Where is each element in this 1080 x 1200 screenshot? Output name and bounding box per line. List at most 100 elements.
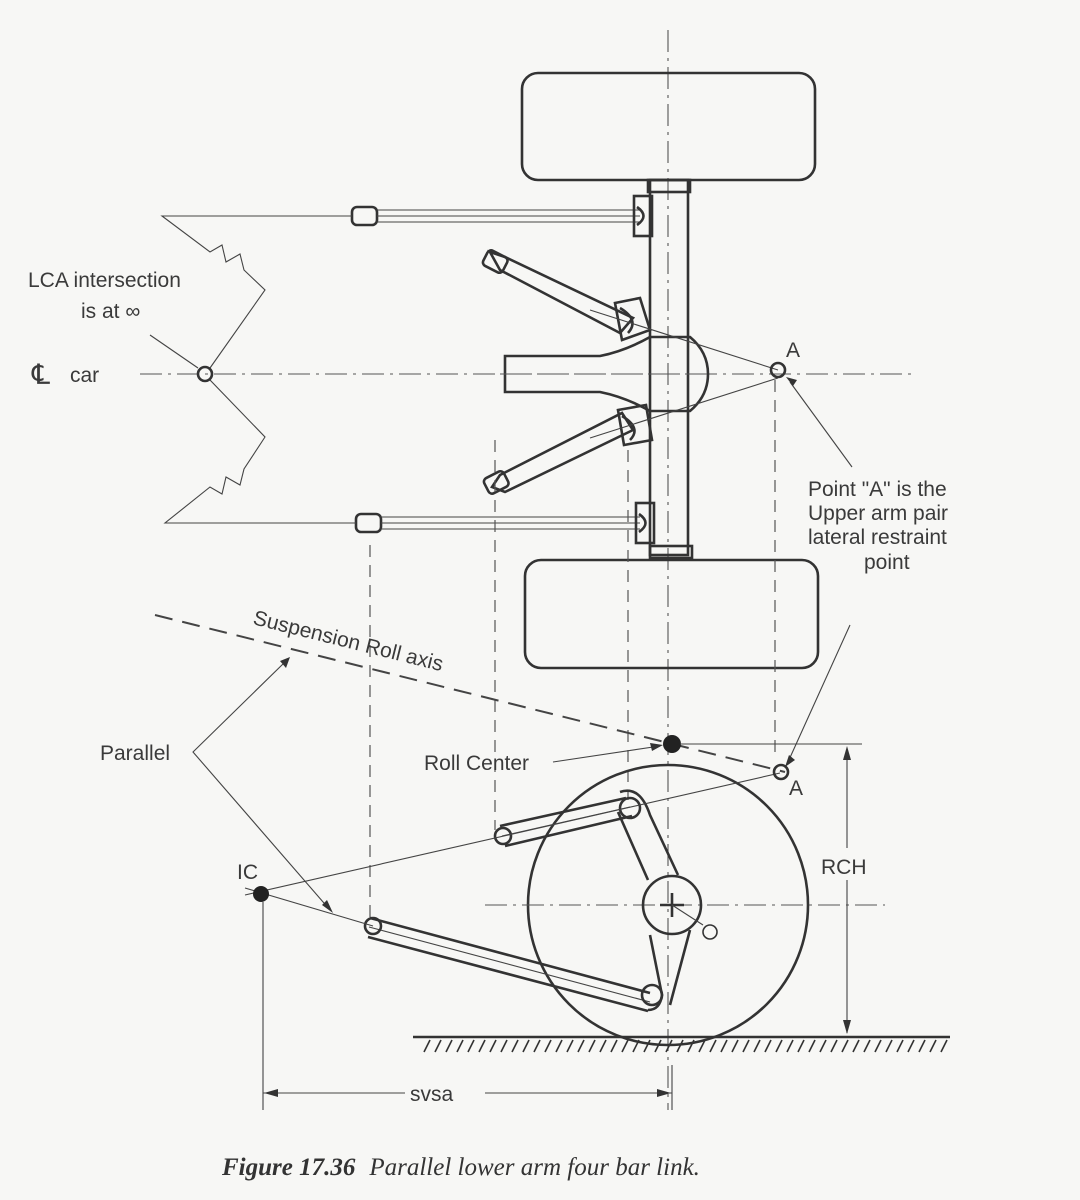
upper-arm-top [481,249,652,342]
ground-hatch-mark [456,1039,464,1053]
ground-hatch-mark [577,1039,585,1053]
roll-center-label: Roll Center [424,752,529,775]
point-a-top-label: A [786,339,800,362]
upper-arm-line-2 [589,377,779,439]
ground-hatch-mark [599,1039,607,1053]
point-a-arrowhead [786,377,797,386]
point-a-note-4: point [864,551,910,574]
figure-caption: Figure 17.36 Parallel lower arm four bar… [221,1154,700,1181]
point-a-note-1: Point "A" is the [808,478,947,501]
ground-hatch-mark [643,1039,651,1053]
ground-hatch-mark [819,1039,827,1053]
ground-hatch-mark [852,1039,860,1053]
point-a-side-arrowhead [785,755,795,767]
centerline-icon: ℄ [31,359,50,390]
ground-hatch-mark [753,1039,761,1053]
lca-extension-bottom [163,379,356,524]
ground-hatch-mark [665,1039,673,1053]
ground-hatch-mark [676,1039,684,1053]
ground-hatch-mark [731,1039,739,1053]
ground-hatch-mark [555,1039,563,1053]
upper-link-extension [244,772,781,896]
axle-housing [648,178,690,557]
lower-arm-bottom [354,501,656,545]
ground-hatch-mark [687,1039,695,1053]
axle-flange-bottom [648,544,694,560]
centerline-car-label: car [70,364,99,387]
ground-hatch-mark [896,1039,904,1053]
top-wheel [520,71,817,182]
lca-label-line1: LCA intersection [28,269,181,292]
roll-center-leader [552,745,661,763]
ground-hatch-mark [533,1039,541,1053]
lca-intersection-point [196,365,214,383]
ground-hatch-mark [863,1039,871,1053]
axle-flange-top [646,178,692,194]
ground-hatch-mark [654,1039,662,1053]
ground-hatch-mark [808,1039,816,1053]
ground-hatch-mark [940,1039,948,1053]
ic-label: IC [237,861,258,884]
svsa-arrow-left [264,1089,278,1097]
lca-label-line2: is at ∞ [81,300,140,323]
point-a-note-3: lateral restraint [808,526,947,549]
ground-hatch-mark [434,1039,442,1053]
ground-hatch-mark [489,1039,497,1053]
ground-hatch-mark [797,1039,805,1053]
ground-hatch-mark [500,1039,508,1053]
point-a-side-label: A [789,777,803,800]
ground-hatch-mark [588,1039,596,1053]
ground-hatch-mark [610,1039,618,1053]
ground-hatch-mark [764,1039,772,1053]
point-a-leader [789,381,853,468]
ground-hatch-mark [445,1039,453,1053]
ground-hatch-mark [841,1039,849,1053]
ground-hatch-mark [632,1039,640,1053]
parallel-arrowhead-1 [280,657,290,668]
ground-hatch-mark [786,1039,794,1053]
ground-hatch-mark [423,1039,431,1053]
lca-extension-top [160,215,352,369]
point-a-side-leader [787,624,851,763]
lower-link-pivot [640,983,664,1007]
roll-axis-label: Suspension Roll axis [251,607,446,676]
wheel-center-marker [702,924,718,940]
svsa-label: svsa [410,1083,454,1106]
ground-hatch-mark [511,1039,519,1053]
upper-link-pivot [618,796,642,820]
ground-hatch-mark [929,1039,937,1053]
differential [503,335,710,413]
roll-axis-line [154,614,786,773]
parallel-leader [192,661,331,911]
rch-label: RCH [821,856,867,879]
svsa-arrow-right [657,1089,671,1097]
parallel-label: Parallel [100,742,170,765]
upper-arm-line-1 [589,309,779,371]
ic-point [253,886,269,902]
ground-hatch-mark [720,1039,728,1053]
rch-arrow-top [843,746,851,760]
axle-bracket [616,789,692,1012]
upper-arm-bottom [482,403,654,495]
ground-hatch-mark [742,1039,750,1053]
ground-hatch-mark [467,1039,475,1053]
ground-hatch-mark [478,1039,486,1053]
ground-hatch-mark [522,1039,530,1053]
bottom-wheel [523,558,820,670]
ground-hatch-mark [621,1039,629,1053]
axle-circle [641,874,703,936]
lca-leader [149,334,199,369]
wheel-center-leader [671,904,704,926]
rch-arrow-bottom [843,1020,851,1034]
caption-text: Parallel lower arm four bar link. [368,1154,700,1181]
ground-hatch-mark [566,1039,574,1053]
ground-hatch-mark [775,1039,783,1053]
caption-number: Figure 17.36 [221,1154,356,1181]
lower-link-side [363,916,651,1013]
ground-hatch-mark [698,1039,706,1053]
point-a-side [772,763,790,781]
ground-hatch-mark [874,1039,882,1053]
ground-hatch-mark [709,1039,717,1053]
roll-center-point [663,735,681,753]
